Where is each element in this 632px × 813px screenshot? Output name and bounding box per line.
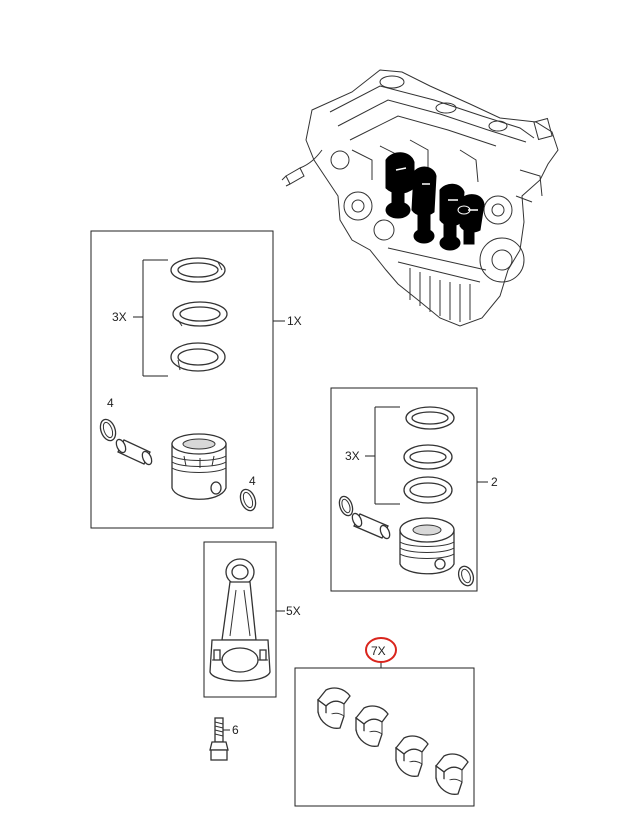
connecting-rod-bolt: 6 [209,717,239,761]
bearing-shell-3 [395,735,429,777]
piston-kit-qty-label: 1X [287,314,302,328]
bolt-num-label: 6 [232,723,239,737]
bearing-qty-label: 7X [371,644,386,658]
connecting-rod [209,558,271,682]
bearing-box: 7X [294,637,475,807]
clip-right-num-label: 4 [249,474,256,488]
rings-bracket [133,259,168,377]
bearing-frame [294,667,475,807]
piston-ring-top-2 [405,406,455,430]
wrist-pin [115,438,153,466]
engine-overview [281,69,559,327]
highlighted-piston-assemblies [385,152,485,251]
highlight-circle [365,637,397,663]
piston-ring-oil-2 [403,476,453,504]
snap-ring-left-2 [338,495,354,517]
rings-qty-label: 3X [112,310,127,324]
piston-ring-middle [172,301,228,327]
piston [171,433,227,500]
piston-2 [399,517,455,575]
bearing-shell-4 [435,753,469,795]
piston-ring-top [170,257,226,283]
snap-ring-left [99,418,117,442]
piston-ring-oil [170,342,226,372]
clip-left-num-label: 4 [107,396,114,410]
bearing-shell-1 [317,687,351,729]
piston-assembly-frame [330,387,478,592]
piston-ring-middle-2 [403,444,453,470]
bearing-shell-2 [355,705,389,747]
snap-ring-right [239,488,257,512]
rings-qty-label-2: 3X [345,449,360,463]
connecting-rod-frame [203,541,277,698]
wrist-pin-2 [351,512,391,540]
piston-assembly-num-label: 2 [491,475,498,489]
connecting-rod-qty-label: 5X [286,604,301,618]
piston-assembly-box: 2 3X [330,387,498,592]
rings-bracket-2 [365,406,400,505]
snap-ring-right-2 [457,565,475,587]
piston-kit-frame [90,230,274,529]
piston-kit-box: 1X 3X 4 [90,230,302,529]
connecting-rod-box: 5X [203,541,301,698]
